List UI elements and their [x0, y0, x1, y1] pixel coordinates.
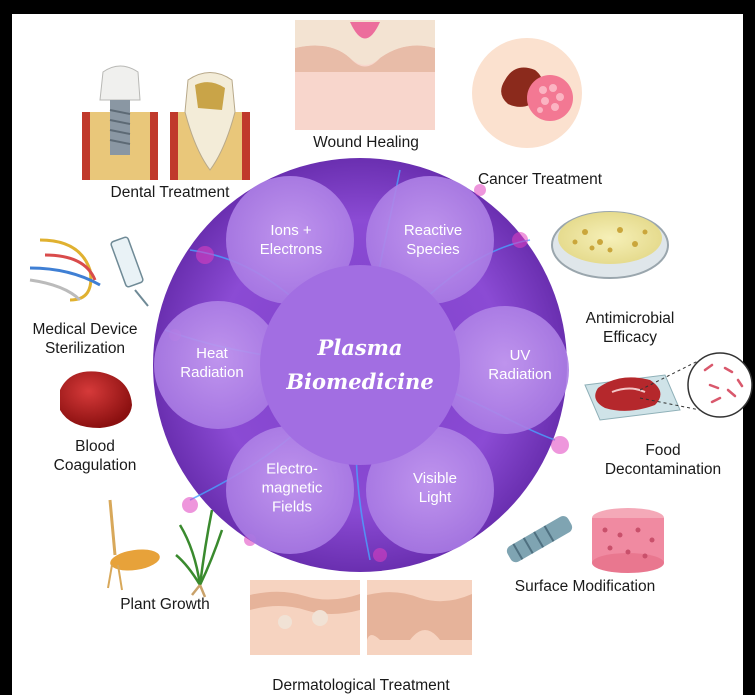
- label-dental-treatment: Dental Treatment: [90, 183, 250, 202]
- label-blood-coagulation: Blood Coagulation: [25, 437, 165, 475]
- label-antimicrobial-efficacy: Antimicrobial Efficacy: [560, 309, 700, 347]
- label-wound-healing: Wound Healing: [296, 133, 436, 152]
- skin-lesion-icon: [250, 580, 360, 655]
- label-plant-growth: Plant Growth: [95, 595, 235, 614]
- petal-label-uv: UV Radiation: [488, 346, 551, 384]
- wound-skin-icon: [295, 20, 435, 130]
- label-dermatological-treatment: Dermatological Treatment: [250, 676, 472, 695]
- label-cancer-treatment: Cancer Treatment: [460, 170, 620, 189]
- meat-tray-icon: [585, 375, 680, 420]
- petal-label-reactive: Reactive Species: [404, 221, 462, 259]
- label-surface-modification: Surface Modification: [495, 577, 675, 596]
- petal-label-em: Electro- magnetic Fields: [262, 460, 323, 517]
- implant-screw-icon: [505, 514, 575, 565]
- petal-label-ions: Ions + Electrons: [260, 221, 323, 259]
- skin-healthy-icon: [367, 580, 472, 655]
- cancer-cell-icon: [472, 38, 582, 148]
- petal-label-heat: Heat Radiation: [180, 344, 243, 382]
- petri-dish-icon: [552, 212, 668, 278]
- center-title-line2: Biomedicine: [286, 367, 433, 397]
- medical-tubing-icon: [30, 240, 100, 300]
- seed-icon: [108, 500, 161, 590]
- label-medical-device-sterilization: Medical Device Sterilization: [15, 320, 155, 358]
- center-title-line1: Plasma: [317, 333, 402, 363]
- label-food-decontamination: Food Decontamination: [588, 441, 738, 479]
- porous-scaffold-icon: [592, 508, 664, 573]
- tooth-implant-icon: [82, 66, 158, 180]
- tooth-decay-icon: [170, 73, 250, 181]
- center-circle: [260, 265, 460, 465]
- blood-clot-icon: [60, 371, 132, 428]
- petal-label-visible: Visible Light: [413, 469, 457, 507]
- syringe-icon: [110, 236, 148, 306]
- seedling-icon: [176, 510, 222, 597]
